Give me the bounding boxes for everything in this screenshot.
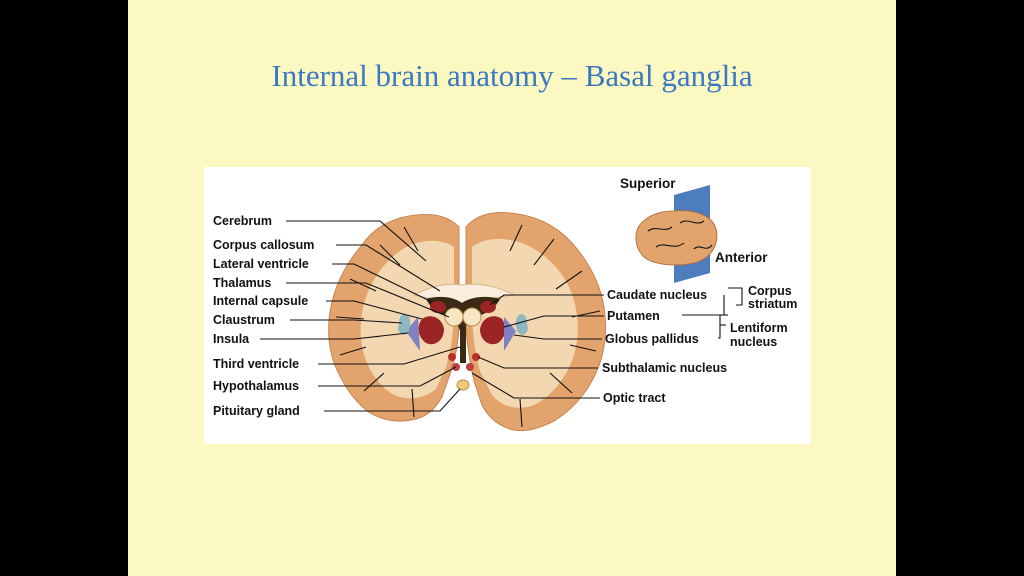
pituitary <box>456 379 470 391</box>
label-internal-capsule: Internal capsule <box>213 294 308 308</box>
label-lentiform-line2: nucleus <box>730 335 777 349</box>
left-claustrum <box>398 314 411 335</box>
inset-brain <box>635 210 718 266</box>
label-corpus-callosum: Corpus callosum <box>213 238 314 252</box>
right-leaders <box>471 287 743 399</box>
orientation-inset: Superior Anterior <box>620 176 768 283</box>
label-pituitary-gland: Pituitary gland <box>213 404 300 418</box>
left-labels: Cerebrum Corpus callosum Lateral ventric… <box>213 214 314 418</box>
label-claustrum: Claustrum <box>213 313 275 327</box>
right-globus <box>504 317 516 351</box>
label-superior: Superior <box>620 176 676 191</box>
left-leaders <box>260 220 461 412</box>
hypothalamus-right <box>466 363 474 371</box>
label-globus-pallidus: Globus pallidus <box>605 332 699 346</box>
label-hypothalamus: Hypothalamus <box>213 379 299 393</box>
label-corpus-line1: Corpus <box>748 284 792 298</box>
brain-diagram: Superior Anterior Cerebrum Corpus callos… <box>213 176 797 432</box>
label-caudate-nucleus: Caudate nucleus <box>607 288 707 302</box>
brain-coronal-figure: Superior Anterior Cerebrum Corpus callos… <box>204 167 811 444</box>
right-labels: Caudate nucleus Putamen Globus pallidus … <box>602 284 797 405</box>
left-putamen <box>418 316 444 345</box>
label-insula: Insula <box>213 332 250 346</box>
third-ventricle <box>460 327 466 363</box>
brain-section <box>328 212 607 432</box>
label-third-ventricle: Third ventricle <box>213 357 299 371</box>
label-cerebrum: Cerebrum <box>213 214 272 228</box>
label-subthalamic-nucleus: Subthalamic nucleus <box>602 361 727 375</box>
label-lentiform-line1: Lentiform <box>730 321 788 335</box>
right-claustrum <box>515 314 528 335</box>
slide-title: Internal brain anatomy – Basal ganglia <box>271 58 753 93</box>
label-putamen: Putamen <box>607 309 660 323</box>
sulci-left <box>335 226 419 418</box>
subthalamic-left <box>448 353 456 361</box>
inset-gyri <box>647 220 713 250</box>
right-thalamus <box>462 307 482 327</box>
sulci-right <box>509 224 601 428</box>
left-globus <box>406 317 420 351</box>
label-optic-tract: Optic tract <box>603 391 666 405</box>
label-thalamus: Thalamus <box>213 276 271 290</box>
slide: Internal brain anatomy – Basal ganglia <box>128 0 896 576</box>
label-anterior: Anterior <box>715 250 768 265</box>
left-caudate <box>430 301 446 313</box>
label-lateral-ventricle: Lateral ventricle <box>213 257 309 271</box>
subthalamic-right <box>472 353 480 361</box>
right-putamen <box>480 316 506 345</box>
label-corpus-line2: striatum <box>748 297 797 311</box>
